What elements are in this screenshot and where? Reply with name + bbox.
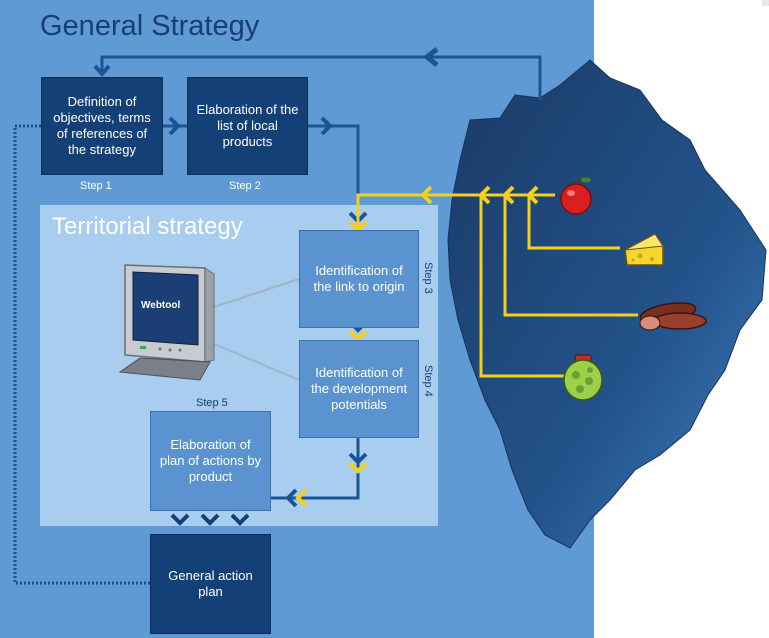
chevron-down-icon [348,461,368,474]
cheese-icon [624,233,664,266]
product-line-main [356,193,555,230]
feedback-line [100,55,542,100]
chevron-down-icon [230,513,250,526]
chevron-down-icon [348,329,368,342]
dotted-feedback-line [13,124,150,585]
jar-icon [563,354,603,401]
chevron-left-icon [526,185,539,205]
step1-box: Definition of objectives, terms of refer… [41,77,163,175]
product-line-jar [479,195,565,378]
chevron-right-icon [320,116,333,136]
webtool-link-4 [204,339,300,381]
sausage-icon [639,302,707,331]
chevron-left-icon [478,185,491,205]
product-line-cheese [527,195,620,250]
chevron-down-icon [200,513,220,526]
general-strategy-title: General Strategy [40,10,260,42]
chevron-right-icon [168,116,181,136]
step4-box: Identification of the development potent… [299,340,419,438]
chevron-left-icon [420,185,433,205]
territorial-strategy-title: Territorial strategy [52,213,243,240]
step3-label: Step 3 [422,262,434,294]
corner-mark [762,0,769,6]
step1-label: Step 1 [80,180,112,192]
general-action-plan-text: General action plan [168,568,253,599]
brazil-map [447,59,767,549]
step2-label: Step 2 [229,180,261,192]
step3-text: Identification of the link to origin [313,263,405,294]
step5-label: Step 5 [196,397,228,409]
chevron-down-icon [170,513,190,526]
webtool-label: Webtool [141,300,181,311]
chevron-down-icon [93,64,111,78]
step1-text: Definition of objectives, terms of refer… [53,94,151,157]
step2-box: Elaboration of the list of local product… [187,77,308,175]
step4-text: Identification of the development potent… [310,365,408,412]
chevron-left-icon [295,488,308,508]
step5-box: Elaboration of plan of actions by produc… [150,411,271,511]
chevron-down-icon [348,452,368,465]
step3-box: Identification of the link to origin [299,230,419,328]
chevron-left-icon [502,185,515,205]
chevron-left-icon [422,47,439,67]
apple-icon [560,176,592,215]
step2-text: Elaboration of the list of local product… [196,102,299,149]
step5-text: Elaboration of plan of actions by produc… [159,437,262,484]
chevron-left-icon [285,488,298,508]
product-line-sausage [503,195,638,317]
webtool-link-3 [204,278,300,311]
step4-label: Step 4 [422,365,434,397]
general-action-plan-box: General action plan [150,534,271,634]
